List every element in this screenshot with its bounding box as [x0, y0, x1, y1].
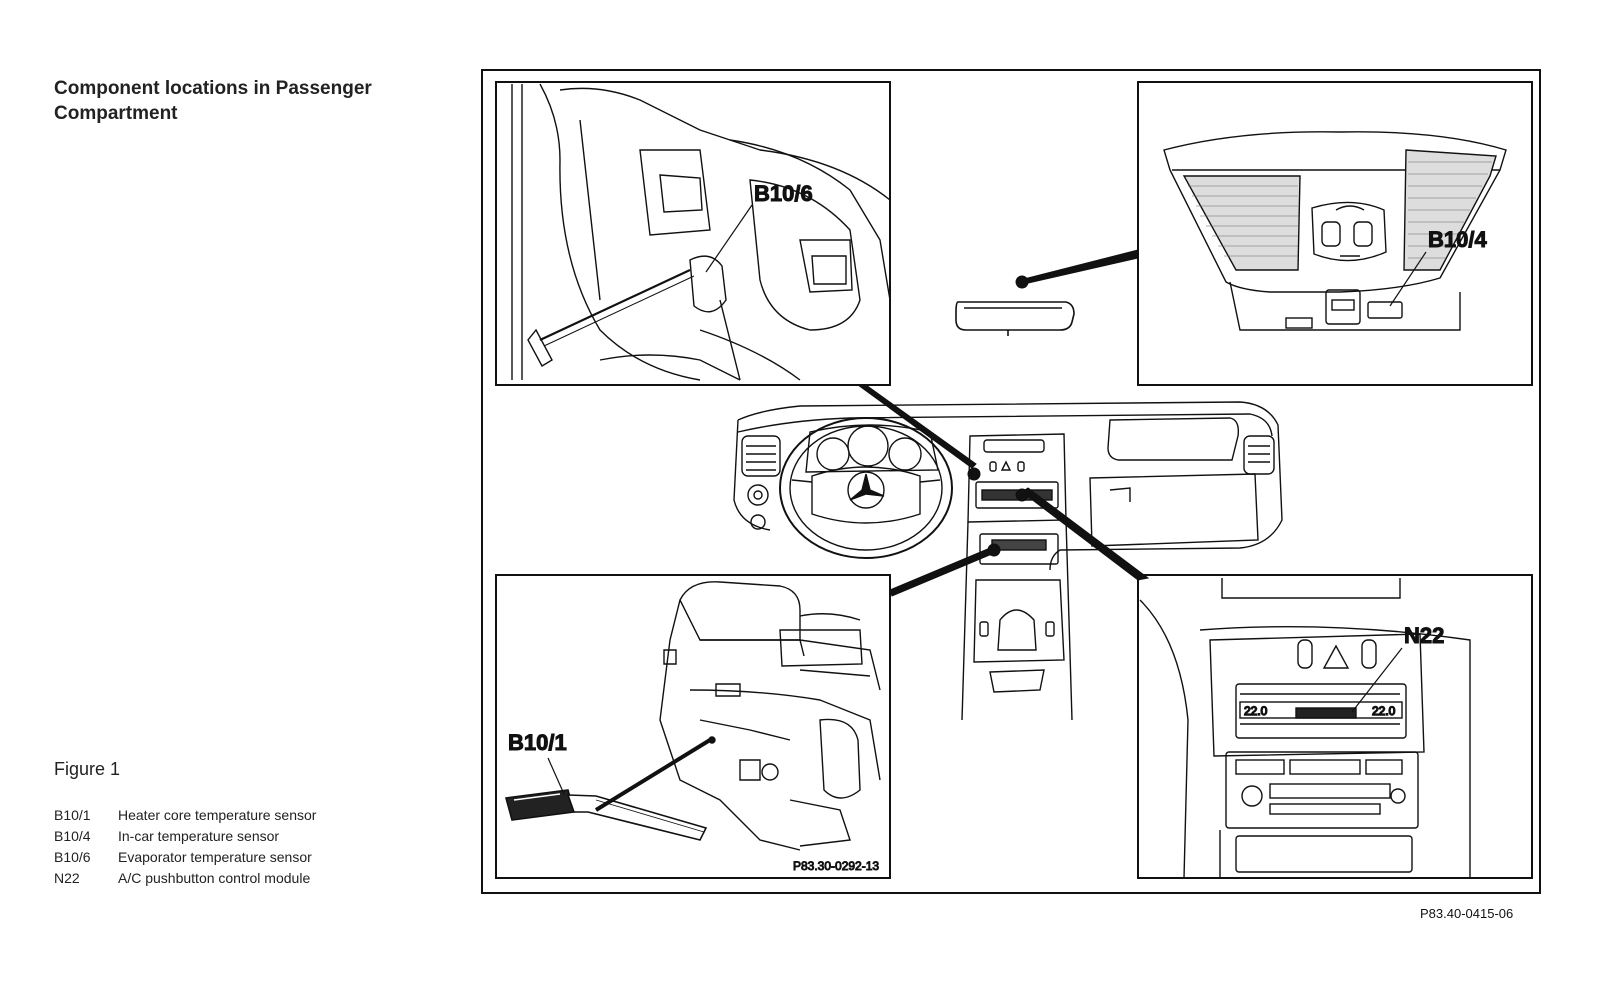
callout-b10-1: B10/1	[508, 730, 567, 755]
legend-code: B10/1	[54, 807, 91, 823]
callout-b10-6: B10/6	[754, 181, 813, 206]
detail-box-control-module	[1137, 574, 1533, 879]
page-title: Component locations in Passenger Compart…	[54, 78, 372, 124]
detail-figure-code: P83.30-0292-13	[793, 859, 879, 873]
location-pointers	[856, 249, 1150, 597]
legend-description: Heater core temperature sensor	[118, 807, 317, 823]
callout-n22: N22	[1404, 623, 1444, 648]
overhead-console-illustration	[1163, 131, 1507, 331]
legend-description: In-car temperature sensor	[118, 828, 280, 844]
heater-core-sensor-illustration	[504, 738, 712, 841]
legend-code: B10/4	[54, 828, 91, 844]
heater-box-illustration	[659, 581, 881, 851]
legend-code: B10/6	[54, 849, 91, 865]
legend-description: Evaporator temperature sensor	[118, 849, 312, 865]
evaporator-sensor-illustration	[511, 83, 891, 381]
legend-code: N22	[54, 870, 80, 886]
ac-control-module-illustration: 22.0 22.0	[1139, 578, 1471, 879]
display-right-temp: 22.0	[1372, 704, 1396, 718]
leader-line	[547, 757, 565, 795]
callout-b10-4: B10/4	[1428, 227, 1487, 252]
legend-row: B10/1 Heater core temperature sensor	[54, 805, 316, 826]
legend-row: N22 A/C pushbutton control module	[54, 868, 316, 889]
legend-row: B10/6 Evaporator temperature sensor	[54, 847, 316, 868]
leader-line	[1351, 647, 1403, 713]
figure-code: P83.40-0415-06	[1420, 906, 1514, 921]
legend-description: A/C pushbutton control module	[118, 870, 311, 886]
outer-frame	[481, 69, 1541, 894]
detail-box-evaporator	[495, 81, 891, 386]
dashboard-illustration	[733, 401, 1283, 721]
legend: B10/1 Heater core temperature sensor B10…	[54, 805, 316, 889]
legend-row: B10/4 In-car temperature sensor	[54, 826, 316, 847]
rear-view-mirror	[955, 301, 1075, 336]
figure-label: Figure 1	[54, 759, 121, 779]
leader-line	[705, 204, 753, 273]
leader-line	[1389, 251, 1427, 307]
display-left-temp: 22.0	[1244, 704, 1268, 718]
